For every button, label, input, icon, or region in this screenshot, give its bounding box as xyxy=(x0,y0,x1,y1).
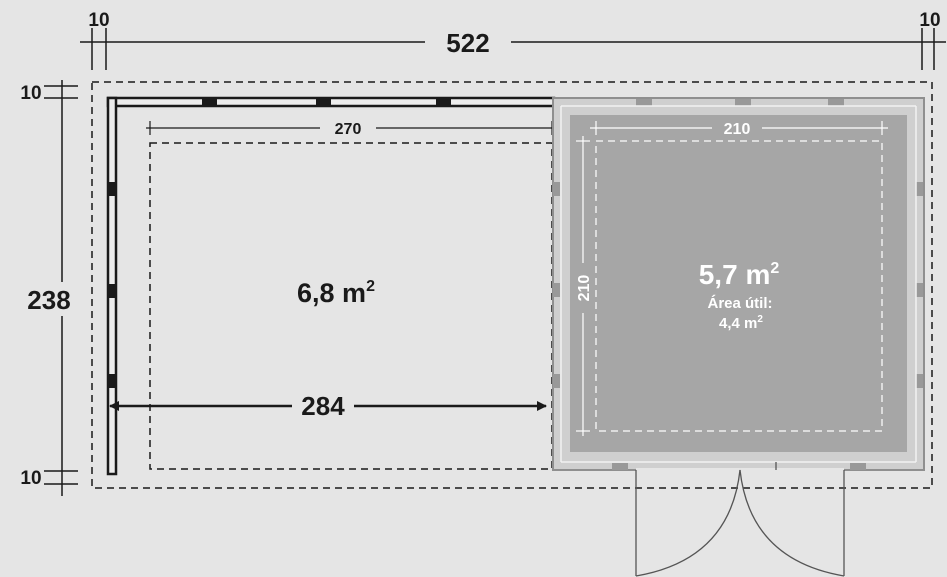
open-area-inner-width-label: 270 xyxy=(335,121,362,138)
open-area-size-label: 6,8 m2 xyxy=(297,278,375,308)
top-width-dimension xyxy=(80,28,946,70)
total-width-label: 522 xyxy=(446,28,489,58)
top-margin-label: 10 xyxy=(20,83,41,104)
cabin-inner-width-label: 210 xyxy=(724,121,751,138)
open-area-outer-width-dimension xyxy=(109,390,547,422)
cabin-inner-depth-label: 210 xyxy=(576,275,593,302)
cabin-inner-width-dimension xyxy=(590,118,888,138)
open-area-walls xyxy=(106,96,556,476)
open-area-outer-width-label: 284 xyxy=(301,391,345,421)
cabin-walls xyxy=(552,97,925,471)
total-depth-label: 238 xyxy=(27,285,70,315)
cabin-useful-area-value: 4,4 m2 xyxy=(719,314,763,332)
footprint-outline xyxy=(91,81,933,489)
right-margin-label: 10 xyxy=(919,10,940,31)
cabin-inner-depth-dimension xyxy=(573,136,593,436)
cabin-size-label: 5,7 m2 xyxy=(699,259,780,290)
left-margin-label: 10 xyxy=(88,10,109,31)
cabin-useful-area-label: Área útil: xyxy=(707,295,772,312)
double-door xyxy=(635,462,845,577)
left-depth-dimension xyxy=(18,80,80,496)
bottom-margin-label: 10 xyxy=(20,468,41,489)
